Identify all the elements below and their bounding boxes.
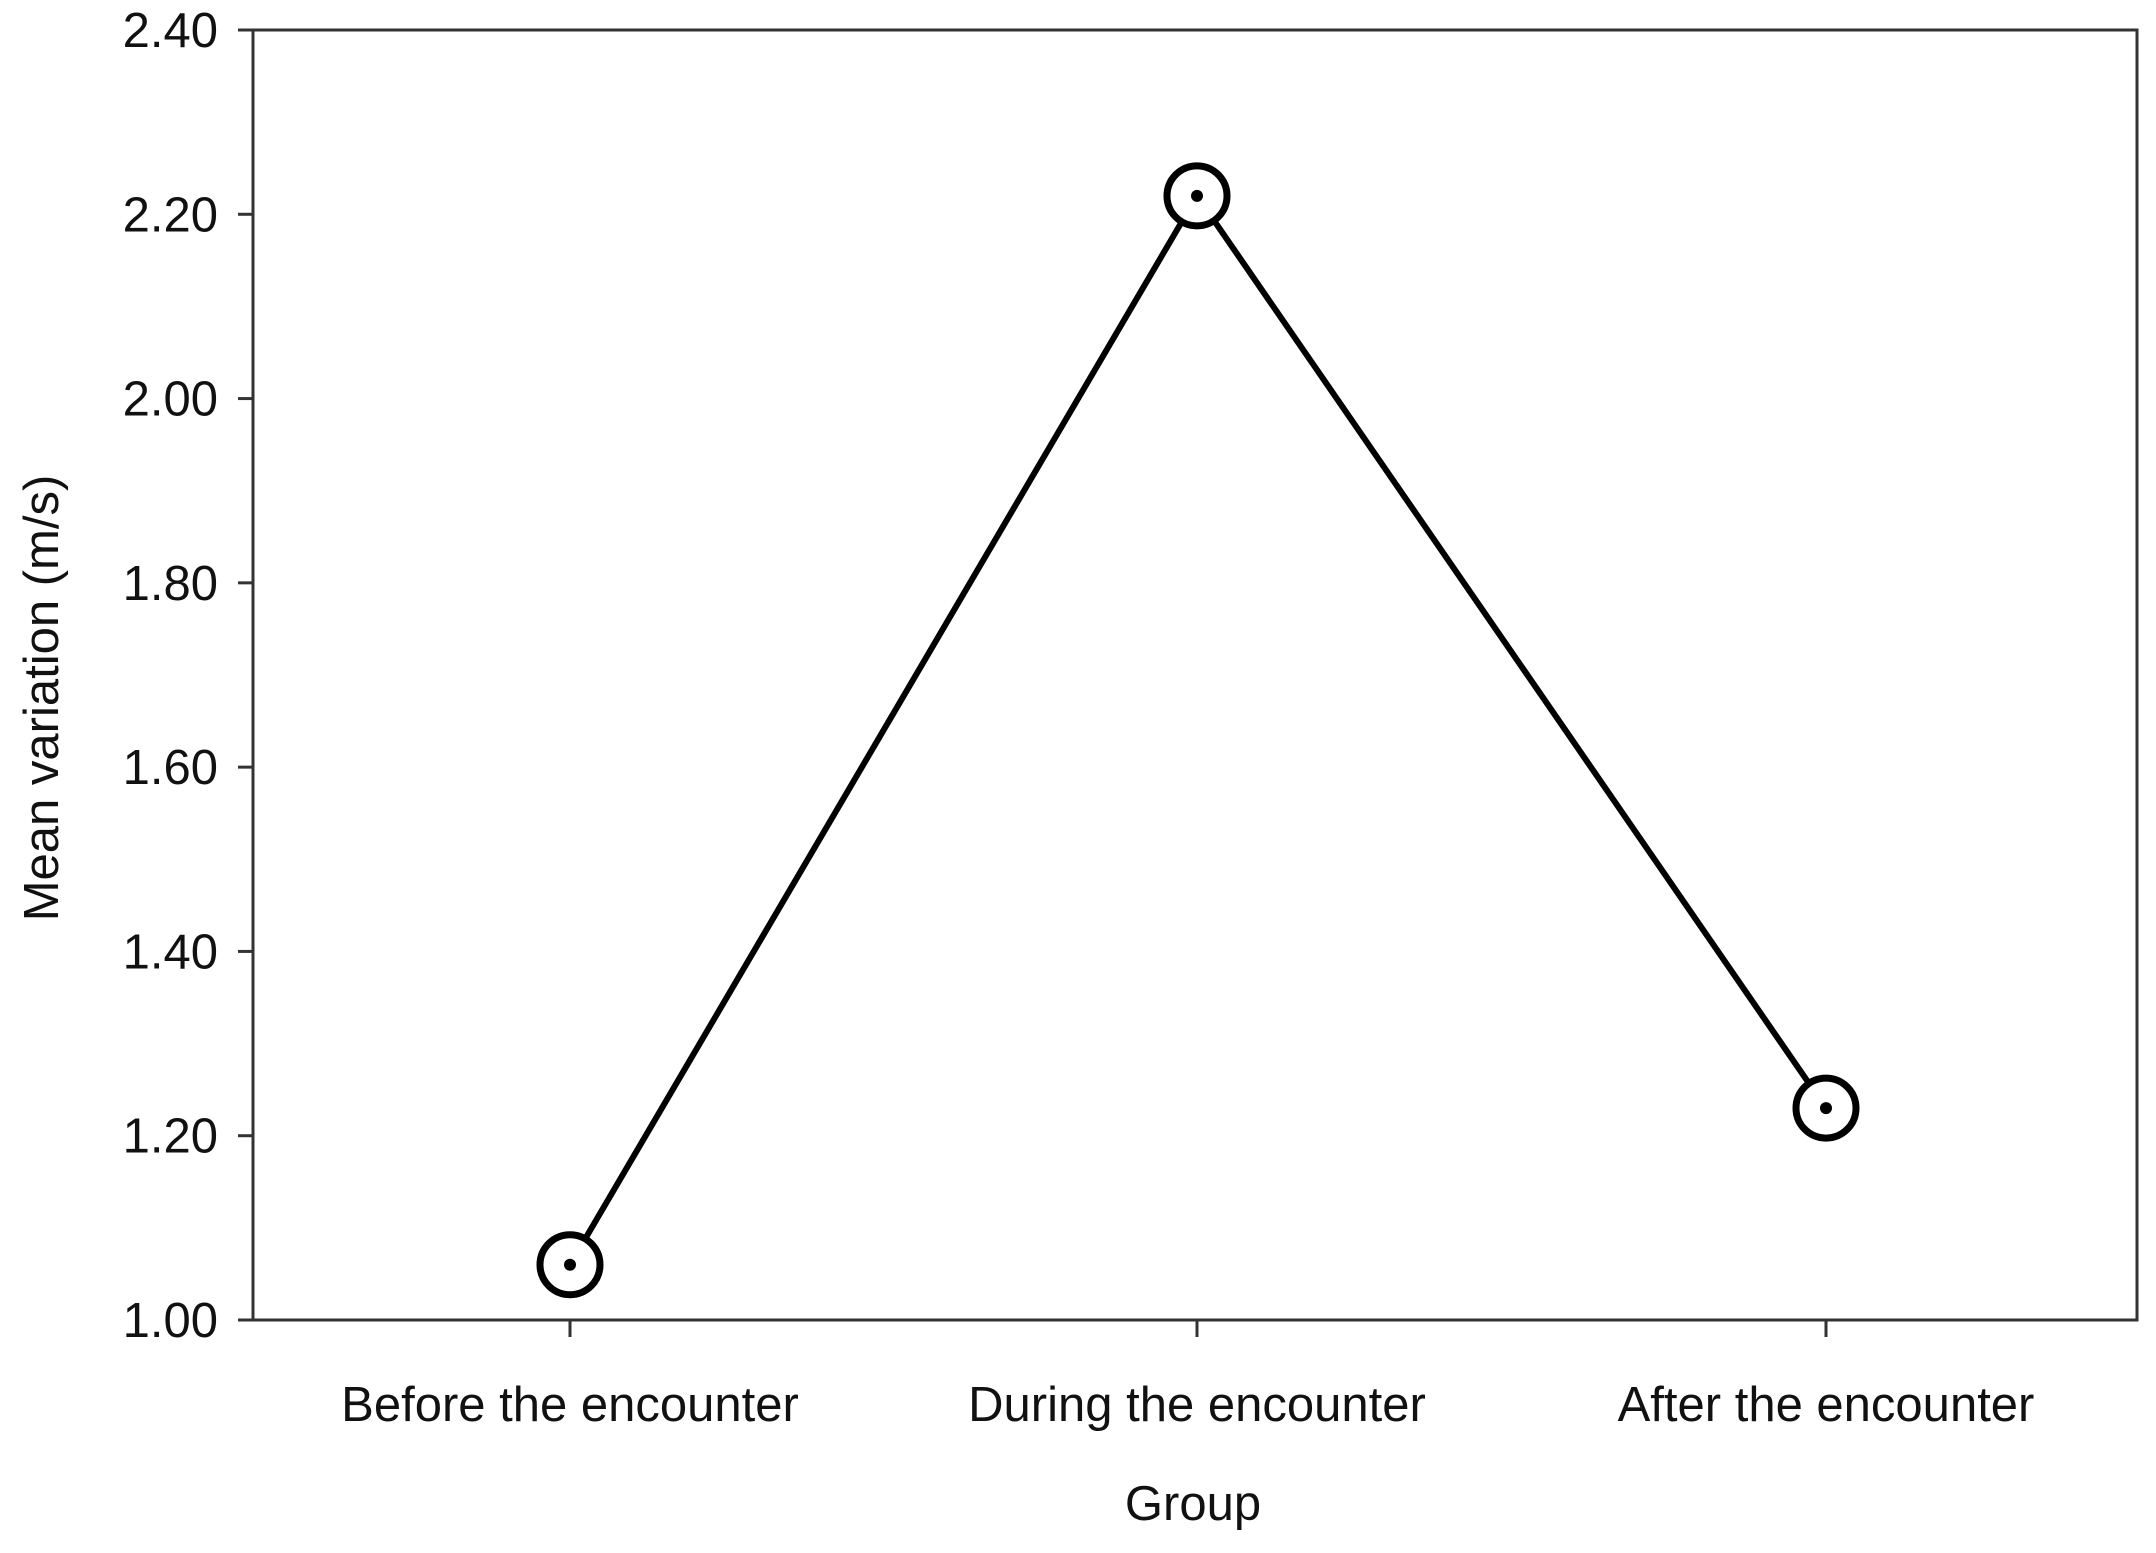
y-tick-label-6: 2.20 xyxy=(123,188,218,242)
x-tick-label-1: During the encounter xyxy=(968,1378,1426,1432)
series-line-0 xyxy=(567,190,1829,1267)
series-layer xyxy=(536,162,1860,1299)
x-axis-title: Group xyxy=(1125,1477,1261,1531)
y-tick-label-1: 1.20 xyxy=(123,1110,218,1164)
y-tick-label-5: 2.00 xyxy=(123,373,218,427)
y-tick-label-0: 1.00 xyxy=(123,1294,218,1348)
y-tick-label-4: 1.80 xyxy=(123,557,218,611)
y-axis-title: Mean variation (m/s) xyxy=(15,475,69,922)
x-tick-label-0: Before the encounter xyxy=(341,1378,799,1432)
x-axis-ticks: Before the encounter During the encounter… xyxy=(341,1320,2034,1432)
data-point-center-0-2 xyxy=(1820,1102,1832,1115)
y-tick-label-2: 1.40 xyxy=(123,925,218,979)
y-tick-label-3: 1.60 xyxy=(123,741,218,795)
y-tick-label-7: 2.40 xyxy=(123,4,218,58)
plot-frame-border xyxy=(251,28,2139,1322)
y-axis-ticks: 1.00 1.20 1.40 1.60 1.80 2.00 2.20 2.40 xyxy=(123,4,253,1348)
plot-frame xyxy=(251,28,2139,1322)
data-point-center-0-0 xyxy=(564,1258,576,1271)
data-point-center-0-1 xyxy=(1191,189,1203,202)
x-tick-label-2: After the encounter xyxy=(1618,1378,2035,1432)
